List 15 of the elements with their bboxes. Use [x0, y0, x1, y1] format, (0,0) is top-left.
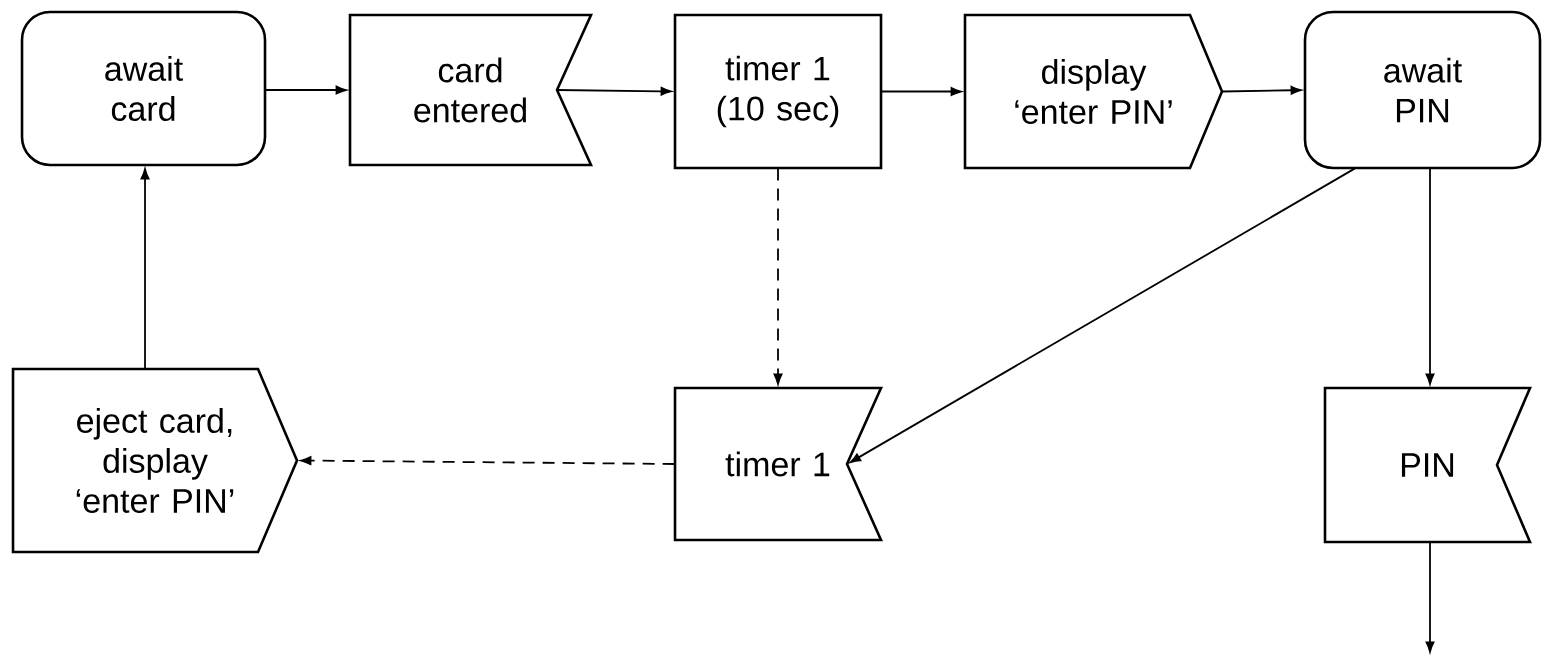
input-signal-box: timer 1 — [673, 386, 883, 542]
arrow — [1425, 541, 1435, 653]
arrow — [849, 167, 1356, 463]
input-signal-box: PIN — [1323, 386, 1532, 544]
arrow — [1221, 85, 1302, 95]
arrow — [773, 167, 783, 385]
output-signal-box: eject card, display ‘enter PIN’ — [11, 367, 299, 554]
output-signal-box: display ‘enter PIN’ — [963, 13, 1224, 170]
arrow — [1425, 167, 1435, 385]
input-signal-box: card entered — [348, 13, 594, 167]
arrow — [140, 168, 150, 370]
arrow — [264, 85, 347, 95]
task-box: timer 1 (10 sec) — [673, 13, 883, 170]
state-box: await PIN — [1303, 10, 1542, 170]
state-box: await card — [20, 10, 267, 167]
